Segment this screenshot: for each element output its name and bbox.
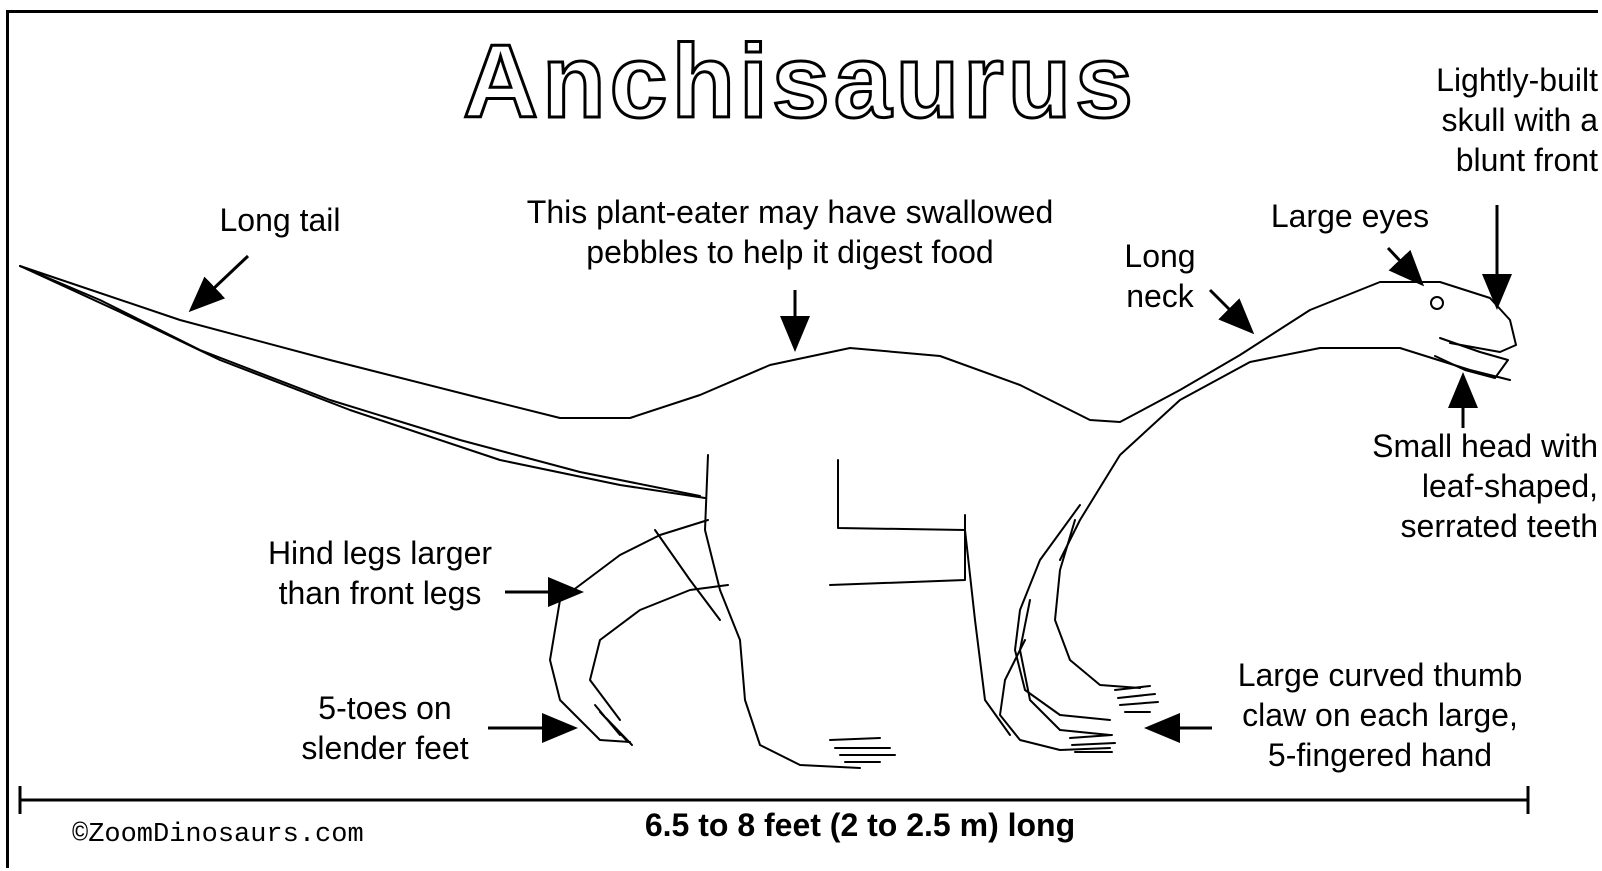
hind-leg-far-inner bbox=[590, 585, 728, 720]
length-label: 6.5 to 8 feet (2 to 2.5 m) long bbox=[600, 805, 1120, 845]
hip-line bbox=[705, 455, 860, 768]
label-small-head: Small head with leaf-shaped, serrated te… bbox=[1300, 426, 1598, 546]
label-skull: Lightly-built skull with a blunt front bbox=[1370, 60, 1598, 180]
label-large-eyes: Large eyes bbox=[1250, 196, 1450, 236]
front-leg-near bbox=[1015, 505, 1110, 720]
label-hind-legs: Hind legs larger than front legs bbox=[240, 533, 520, 613]
tail-top-outline bbox=[20, 266, 1516, 422]
eye bbox=[1431, 297, 1443, 309]
front-leg-near-inner bbox=[1055, 520, 1140, 688]
hind-leg-near bbox=[655, 530, 720, 620]
copyright: ©ZoomDinosaurs.com bbox=[72, 818, 364, 852]
label-long-neck: Long neck bbox=[1100, 236, 1220, 316]
label-thumb-claw: Large curved thumb claw on each large, 5… bbox=[1215, 655, 1545, 775]
arrow-large-eyes bbox=[1388, 248, 1420, 282]
foot-near bbox=[830, 738, 895, 762]
label-long-tail: Long tail bbox=[195, 200, 365, 240]
hand-near bbox=[1115, 686, 1158, 712]
belly-line-2 bbox=[830, 515, 965, 585]
hind-leg-far bbox=[550, 520, 708, 742]
belly-line-1 bbox=[838, 460, 965, 530]
belly-line-3 bbox=[965, 530, 1010, 735]
label-plant-eater: This plant-eater may have swallowed pebb… bbox=[490, 192, 1090, 272]
label-toes: 5-toes on slender feet bbox=[285, 688, 485, 768]
arrow-long-tail bbox=[193, 256, 248, 308]
jaw-line bbox=[1435, 338, 1508, 378]
